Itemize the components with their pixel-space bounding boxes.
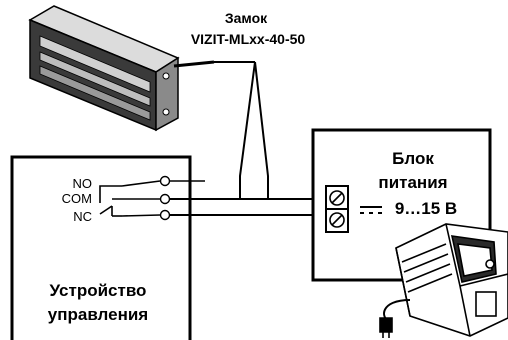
- magnetic-lock-image: [28, 5, 215, 132]
- contact-label-nc: NC: [73, 209, 92, 224]
- contact-label-com: COM: [62, 191, 92, 206]
- controller-terminals: [159, 175, 171, 221]
- controller-title-line1: Устройство: [50, 281, 147, 300]
- interconnect-wires: [170, 198, 333, 216]
- controller-title-line2: управления: [48, 305, 148, 324]
- contact-label-no: NO: [73, 176, 93, 191]
- lock-cable: [214, 61, 269, 200]
- controller-box: [10, 155, 192, 340]
- psu-title-line2: питания: [378, 173, 447, 192]
- dc-symbol-icon: [360, 206, 382, 214]
- psu-terminal-block: [325, 185, 349, 233]
- psu-voltage: 9…15 В: [395, 199, 457, 218]
- psu-title-line1: Блок: [392, 149, 434, 168]
- power-adapter-image: [379, 223, 508, 338]
- terminal-stubs: [112, 180, 205, 217]
- lock-title: Замок: [225, 10, 268, 26]
- lock-model: VIZIT-MLxx-40-50: [191, 31, 306, 47]
- relay-contact-symbol: [99, 185, 122, 217]
